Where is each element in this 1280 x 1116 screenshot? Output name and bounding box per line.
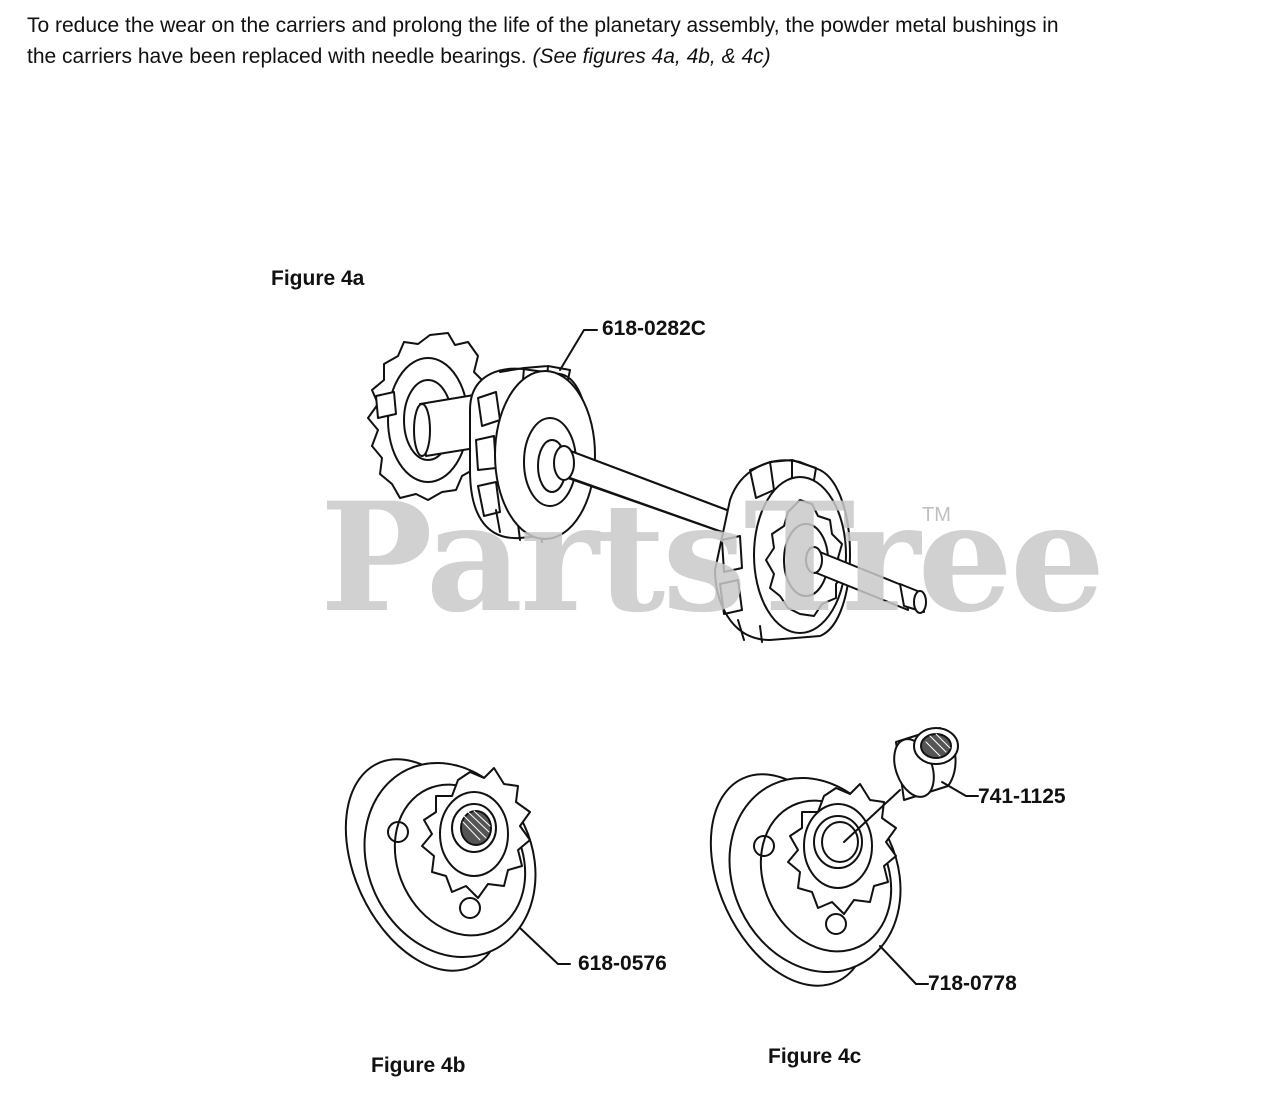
figure-reference: (See figures 4a, 4b, & 4c) [532, 45, 771, 68]
bearing-install-line [843, 789, 901, 843]
part-number-618-0576: 618-0576 [578, 952, 667, 975]
leader-618-0282C [559, 329, 598, 371]
leader-718-0778 [879, 945, 929, 985]
watermark-text: PartsTree [320, 470, 1105, 646]
intro-paragraph: To reduce the wear on the carriers and p… [27, 10, 1272, 72]
leader-618-0576 [519, 927, 571, 965]
intro-line-1: To reduce the wear on the carriers and p… [27, 14, 1059, 37]
carrier-4b-drawing [344, 758, 571, 972]
part-number-718-0778: 718-0778 [928, 972, 1017, 995]
trademark-mark: TM [922, 504, 951, 526]
right-carrier-drum [714, 459, 851, 643]
figure-4b-title: Figure 4b [371, 1054, 466, 1077]
intro-line-2: the carriers have been replaced with nee… [27, 45, 533, 68]
needle-bearing [893, 727, 959, 801]
part-number-741-1125: 741-1125 [978, 785, 1066, 808]
carrier-4c-drawing [709, 727, 979, 987]
figure-4c-title: Figure 4c [768, 1045, 862, 1068]
part-number-618-0282C: 618-0282C [602, 317, 706, 340]
leader-741-1125 [941, 781, 979, 797]
figure-4a-title: Figure 4a [271, 267, 365, 290]
shaft-assembly-drawing [367, 329, 927, 643]
left-carrier-drum [469, 365, 596, 543]
watermark-logo: PartsTree [320, 470, 1105, 646]
shaft-end [805, 546, 927, 614]
